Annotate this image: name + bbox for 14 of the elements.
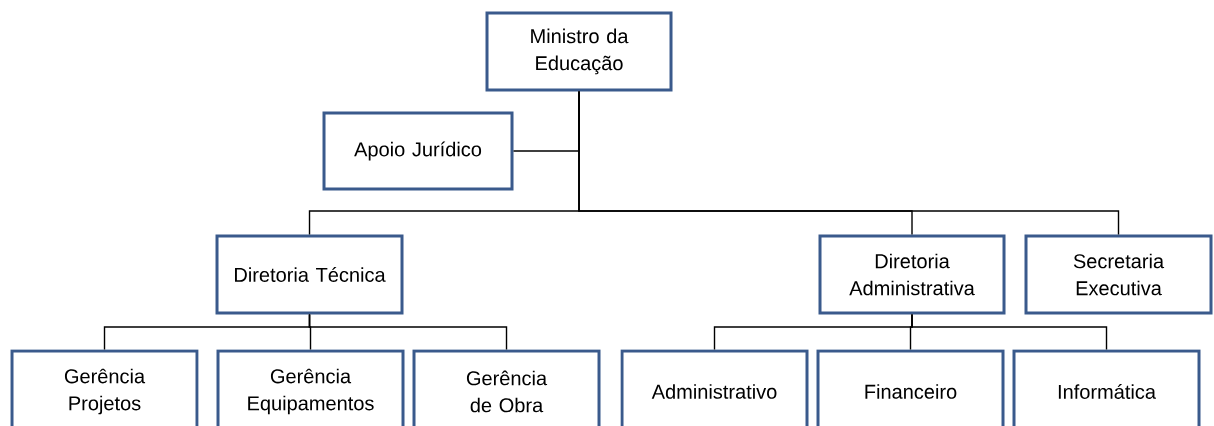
org-box: Gerência Equipamentos — [216, 349, 405, 426]
org-box: Diretoria Administrativa — [818, 234, 1006, 315]
org-box: Gerência Projetos — [10, 349, 199, 426]
connector-line — [911, 313, 1108, 351]
org-box: Informática — [1012, 349, 1201, 426]
org-box: Apoio Jurídico — [322, 111, 514, 191]
org-box: Secretaria Executiva — [1024, 234, 1213, 315]
org-box: Diretoria Técnica — [215, 234, 404, 315]
org-box: Administrativo — [620, 349, 809, 426]
org-box: Gerência de Obra — [412, 349, 601, 426]
connector-line — [308, 313, 508, 351]
org-box: Financeiro — [816, 349, 1005, 426]
org-box: Ministro da Educação — [485, 11, 673, 92]
connector-line — [578, 90, 1120, 236]
